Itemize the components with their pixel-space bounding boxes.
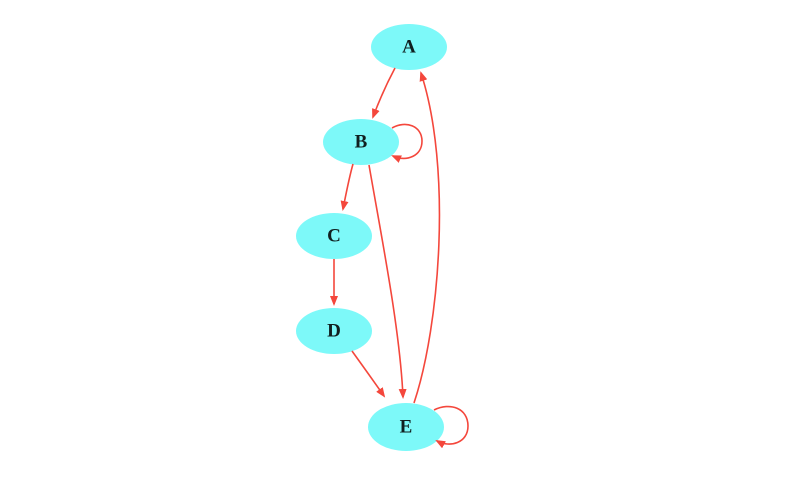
edge-E-A xyxy=(413,71,441,404)
graph-node-B: B xyxy=(323,119,399,165)
graph-node-D: D xyxy=(296,308,372,354)
node-ellipse-D xyxy=(296,308,372,354)
node-label-A: A xyxy=(402,37,416,58)
edge-B-C xyxy=(340,163,354,211)
node-ellipse-C xyxy=(296,213,372,259)
edge-B-E xyxy=(368,164,407,399)
graph-node-C: C xyxy=(296,213,372,259)
edge-E-E-self-loop xyxy=(433,405,469,449)
node-label-E: E xyxy=(400,417,413,438)
node-label-B: B xyxy=(355,132,368,153)
node-ellipse-A xyxy=(371,24,447,70)
node-label-D: D xyxy=(327,321,341,342)
node-label-C: C xyxy=(327,226,341,247)
graph-node-A: A xyxy=(371,24,447,70)
edge-B-B-self-loop xyxy=(391,123,423,163)
edge-A-B xyxy=(372,67,396,119)
node-ellipse-E xyxy=(368,403,444,451)
edge-D-E xyxy=(351,350,386,398)
graph-node-E: E xyxy=(368,403,444,451)
node-ellipse-B xyxy=(323,119,399,165)
